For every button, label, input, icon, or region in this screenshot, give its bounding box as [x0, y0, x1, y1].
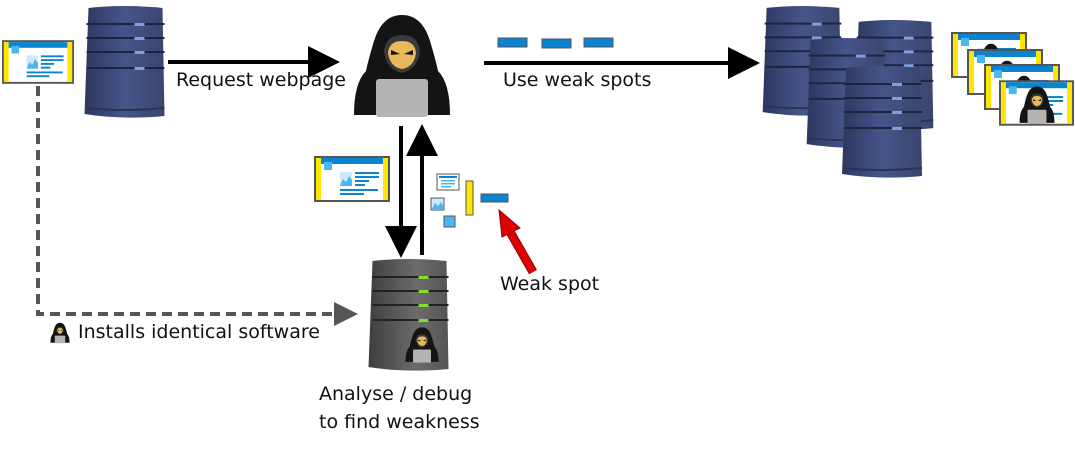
request-webpage-label: Request webpage	[176, 69, 346, 91]
hacker-small-icon	[50, 322, 70, 344]
weak-spot-component	[480, 193, 509, 203]
source-webpage	[2, 40, 74, 84]
weak-spot-bar	[541, 38, 572, 49]
install-dashed-arrow	[36, 86, 358, 326]
weak-spot-pointer-arrow	[498, 208, 537, 275]
compromised-webpages	[951, 32, 1074, 126]
analysis-server	[367, 257, 450, 372]
installs-identical-software-label: Installs identical software	[78, 321, 320, 343]
weak-spot-label: Weak spot	[500, 273, 600, 295]
victim-server-cluster	[761, 4, 935, 179]
compromised-webpage	[999, 80, 1074, 126]
use-weak-spots-label: Use weak spots	[503, 69, 652, 91]
find-weakness-label: to find weakness	[319, 411, 480, 433]
weak-spot-bar	[583, 37, 614, 48]
weak-spot-bar	[497, 37, 528, 48]
copied-webpage	[314, 156, 390, 202]
target-web-server	[83, 4, 166, 119]
analyse-debug-label: Analyse / debug	[319, 383, 473, 405]
webpage-components	[430, 173, 509, 228]
hacker-icon	[354, 15, 450, 117]
